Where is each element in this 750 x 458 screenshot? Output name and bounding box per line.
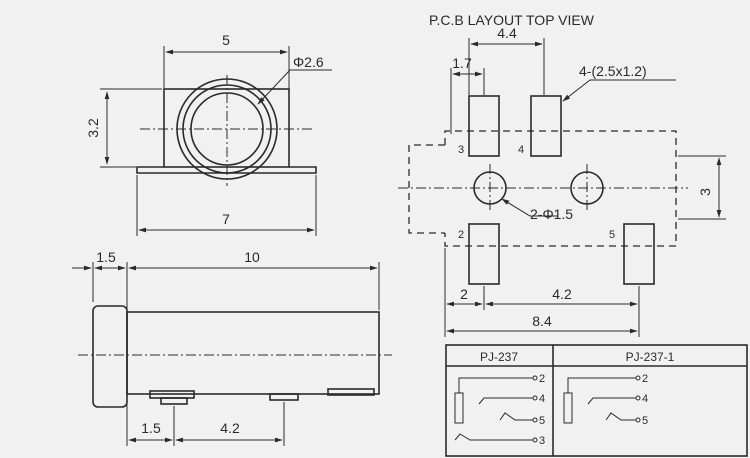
top-width-label: 5: [222, 32, 230, 48]
pcb-total-dim: 8.4: [532, 313, 552, 329]
pcb-layout: P.C.B LAYOUT TOP VIEW 4.4 1.7 4-(2.5x1.2…: [398, 12, 726, 337]
pad-3: [468, 95, 500, 157]
svg-text:4: 4: [539, 393, 545, 405]
top-base-label: 7: [222, 211, 230, 227]
schematic-table: PJ-237 PJ-237-1 2 4 5 3 2: [445, 344, 748, 457]
svg-text:2: 2: [642, 373, 648, 385]
schematic-name-2: PJ-237-1: [626, 350, 675, 364]
schematic-name-1: PJ-237: [480, 350, 518, 364]
pad-2-label: 2: [458, 229, 464, 241]
svg-text:5: 5: [539, 415, 545, 427]
top-height-label: 3.2: [85, 118, 101, 138]
top-view: 5 Φ2.6 3.2 7: [85, 32, 332, 236]
pcb-mid-dim: 4.2: [552, 286, 572, 302]
pcb-hole-pitch-label: 3: [697, 188, 713, 196]
pcb-hole-label: 2-Φ1.5: [530, 206, 573, 222]
top-hole-label: Φ2.6: [293, 54, 324, 70]
side-pin-offset-label: 1.5: [141, 420, 161, 436]
pad-2: [468, 223, 500, 285]
pad-5-label: 5: [609, 229, 615, 241]
side-head-label: 1.5: [96, 249, 116, 265]
schematic-pj237: 2 4 5 3: [454, 373, 545, 447]
pad-5: [623, 223, 655, 285]
pcb-pad-note: 4-(2.5x1.2): [579, 63, 647, 79]
pad-4: [530, 95, 562, 157]
pcb-left-dim: 2: [460, 286, 468, 302]
pcb-pitch-label: 4.4: [497, 25, 517, 41]
svg-text:3: 3: [539, 435, 545, 447]
pad-4-label: 4: [518, 144, 524, 156]
schematic-pj237-1: 2 4 5: [563, 373, 648, 427]
side-length-label: 10: [244, 249, 260, 265]
side-view: 1.5 10 1.5 4.2: [72, 249, 392, 446]
svg-text:2: 2: [539, 373, 545, 385]
pcb-offset-label: 1.7: [452, 55, 472, 71]
side-pin-spacing-label: 4.2: [220, 420, 240, 436]
svg-text:4: 4: [642, 393, 648, 405]
pcb-title: P.C.B LAYOUT TOP VIEW: [429, 12, 595, 28]
svg-text:5: 5: [642, 415, 648, 427]
pad-3-label: 3: [458, 144, 464, 156]
